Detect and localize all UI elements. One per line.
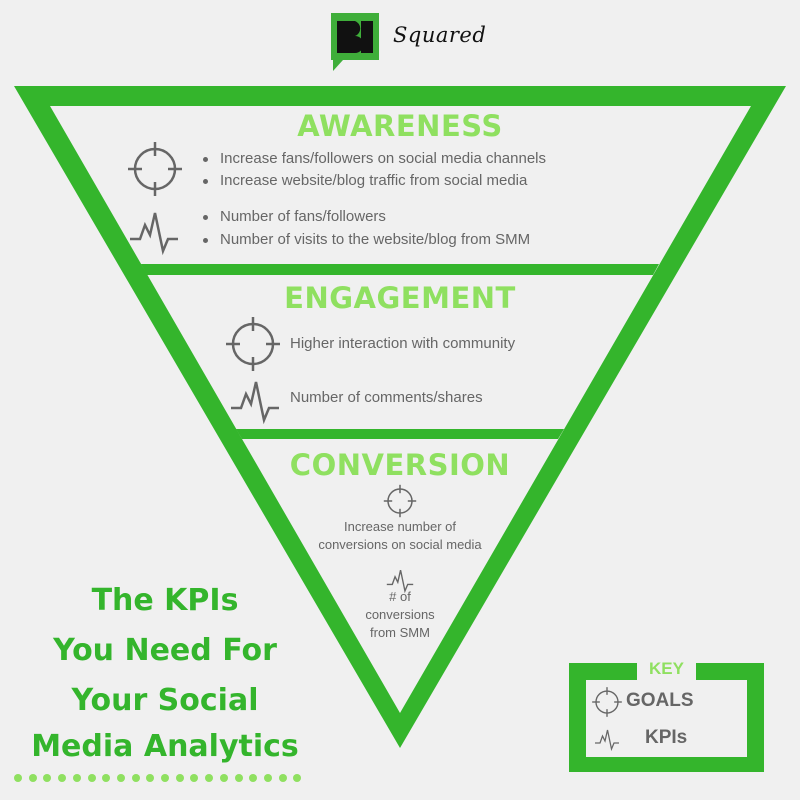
dot: [131, 774, 140, 782]
title-line-3: Your Social: [71, 683, 259, 718]
dot: [102, 774, 111, 782]
awareness-goal-2: Increase website/blog traffic from socia…: [220, 172, 528, 189]
dot: [72, 774, 81, 782]
dot: [234, 774, 243, 782]
conversion-goal-line-2: conversions on social media: [318, 537, 482, 552]
title-line-1: The KPIs: [91, 583, 239, 618]
bullet: [203, 179, 208, 184]
dot: [219, 774, 228, 782]
key-box-frame: [569, 663, 764, 772]
logo-text: Squared: [393, 23, 487, 47]
engagement-goal-1: Higher interaction with community: [290, 335, 516, 352]
bullet: [203, 215, 208, 220]
bullet: [203, 157, 208, 162]
engagement-goals-crosshair-icon: [224, 315, 282, 373]
dot: [293, 774, 302, 782]
dot: [58, 774, 67, 782]
conversion-kpis-pulse-icon: [386, 569, 414, 592]
dot: [14, 774, 22, 782]
speech-bubble-logo-icon: [331, 13, 379, 71]
dot: [161, 774, 169, 782]
dot: [28, 774, 37, 782]
funnel-divider-1: [141, 264, 659, 275]
key-goals-crosshair-icon: [591, 686, 623, 718]
dot: [205, 774, 214, 782]
conversion-kpi-line-3: from SMM: [370, 625, 430, 640]
key-kpis-label: KPIs: [645, 727, 688, 748]
dotted-underline: [14, 774, 304, 782]
key-label: KEY: [649, 659, 684, 678]
dot: [87, 774, 96, 782]
dot: [175, 774, 184, 782]
brand-logo: Squared: [331, 13, 486, 71]
bullet: [203, 238, 208, 243]
dot: [146, 774, 155, 782]
awareness-kpi-2: Number of visits to the website/blog fro…: [220, 231, 531, 248]
conversion-heading: CONVERSION: [289, 448, 511, 482]
awareness-kpis-pulse-icon: [128, 211, 180, 253]
awareness-heading: AWARENESS: [297, 109, 503, 143]
key-kpis-pulse-icon: [594, 729, 620, 750]
dot: [43, 774, 52, 782]
title-line-4: Media Analytics: [31, 729, 299, 764]
engagement-kpis-pulse-icon: [229, 380, 281, 422]
engagement-kpi-1: Number of comments/shares: [290, 389, 483, 406]
awareness-goal-1: Increase fans/followers on social media …: [220, 150, 547, 167]
conversion-goals-crosshair-icon: [383, 484, 417, 518]
dot: [249, 774, 258, 782]
dot: [263, 774, 272, 782]
funnel-divider-2: [236, 429, 564, 439]
dot: [190, 774, 199, 782]
conversion-kpi-line-2: conversions: [365, 607, 435, 622]
dot: [278, 774, 287, 782]
dot: [116, 774, 125, 782]
key-goals-label: GOALS: [626, 690, 694, 711]
title-line-2: You Need For: [53, 633, 277, 668]
awareness-kpi-1: Number of fans/followers: [220, 208, 386, 225]
engagement-heading: ENGAGEMENT: [284, 281, 516, 315]
awareness-goals-crosshair-icon: [126, 140, 184, 198]
conversion-kpi-line-1: # of: [389, 589, 411, 604]
conversion-goal-line-1: Increase number of: [343, 519, 456, 534]
